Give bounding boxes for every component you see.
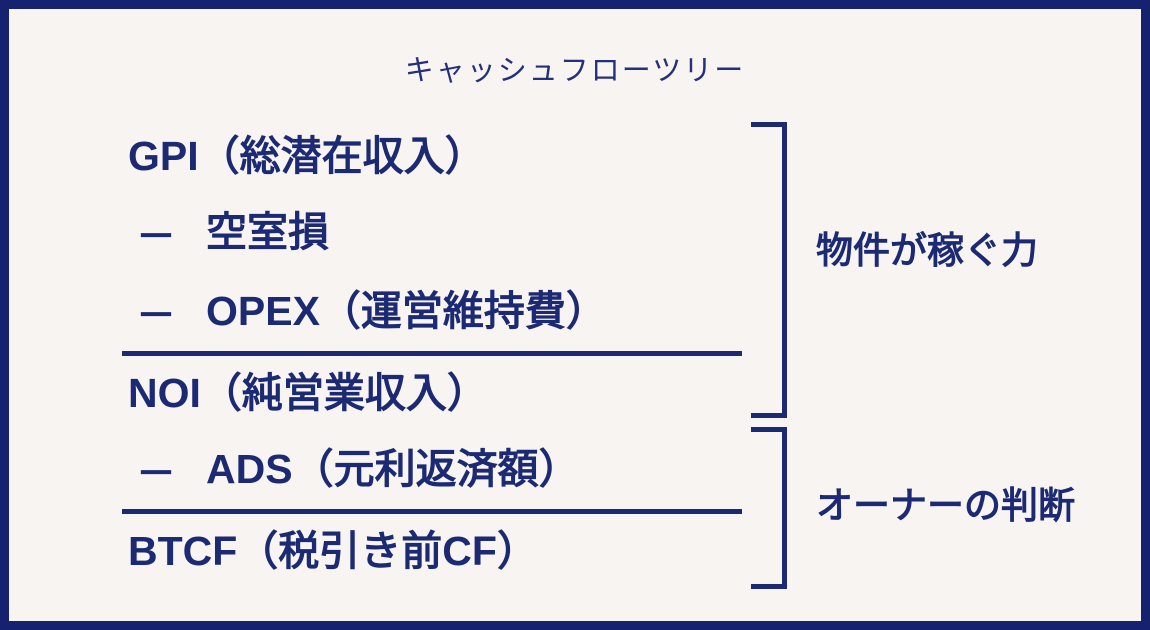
formula-label-gpi: GPI（総潜在収入） xyxy=(128,132,486,179)
formula-row-vacancy: － 空室損 xyxy=(122,193,742,272)
formula-label-btcf: BTCF（税引き前CF） xyxy=(128,527,538,574)
minus-icon: － xyxy=(136,451,176,496)
formula-label-vacancy: 空室損 xyxy=(206,209,329,255)
minus-icon: － xyxy=(136,214,176,259)
page-title: キャッシュフローツリー xyxy=(404,53,746,87)
bracket-owner-decision xyxy=(751,427,787,589)
minus-icon: － xyxy=(136,293,176,338)
formula-label-ads: ADS（元利返済額） xyxy=(206,446,580,492)
formula-row-ads: － ADS（元利返済額） xyxy=(122,430,742,509)
cash-flow-formula: GPI（総潜在収入） － 空室損 － OPEX（運営維持費） NOI（純営業収入… xyxy=(122,119,742,588)
formula-divider-btcf xyxy=(122,509,742,514)
bracket-property-earning-power xyxy=(751,122,787,418)
formula-divider-noi xyxy=(122,351,742,356)
formula-row-noi: NOI（純営業収入） xyxy=(122,356,742,430)
formula-row-opex: － OPEX（運営維持費） xyxy=(122,272,742,351)
formula-label-opex: OPEX（運営維持費） xyxy=(206,288,607,334)
formula-row-btcf: BTCF（税引き前CF） xyxy=(122,514,742,588)
bracket-label-owner-decision: オーナーの判断 xyxy=(816,485,1075,526)
formula-row-gpi: GPI（総潜在収入） xyxy=(122,119,742,193)
bracket-label-property-earning-power: 物件が稼ぐ力 xyxy=(816,230,1038,271)
formula-label-noi: NOI（純営業収入） xyxy=(128,369,488,416)
